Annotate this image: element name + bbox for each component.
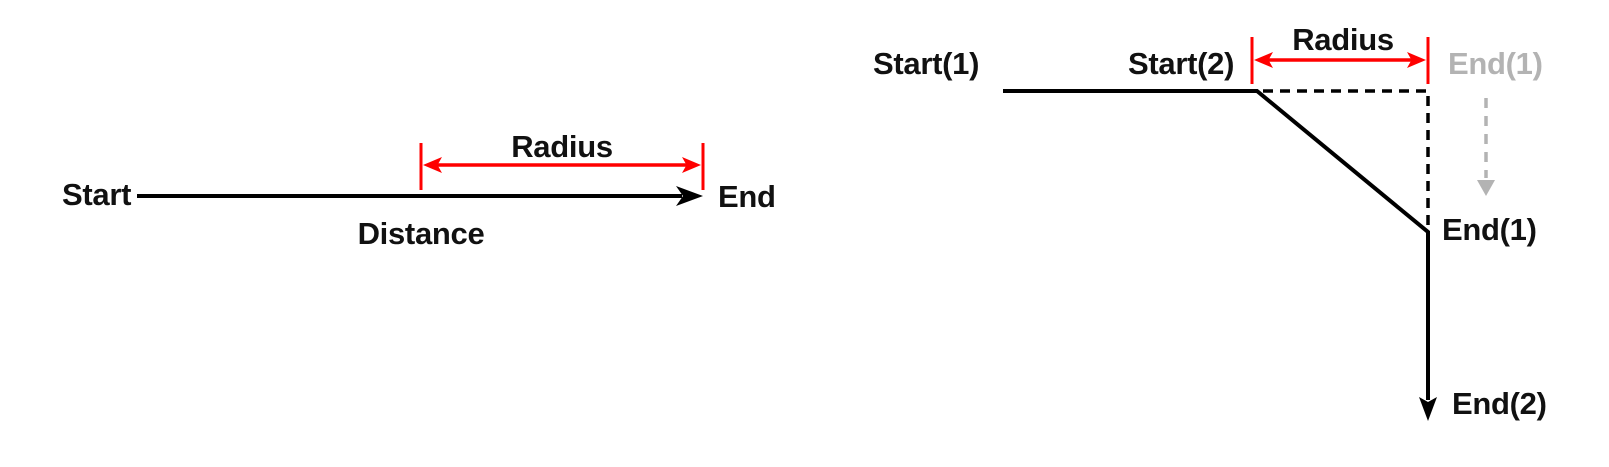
left-diagram-shapes — [137, 143, 705, 206]
left-radius-label: Radius — [511, 129, 613, 164]
right-path-line — [1003, 89, 1430, 400]
right-radius-arrowhead-left-icon — [1254, 52, 1273, 68]
left-distance-label: Distance — [357, 216, 485, 251]
right-start1-label: Start(1) — [873, 46, 980, 81]
right-radius-label: Radius — [1292, 22, 1394, 57]
right-original-corner-dashed-line — [1263, 89, 1430, 229]
left-end-label: End — [718, 179, 776, 214]
left-radius-arrowhead-right-icon — [682, 157, 701, 173]
right-diagram-shapes — [1003, 37, 1495, 421]
right-end1-original-label: End(1) — [1448, 46, 1543, 81]
right-end2-label: End(2) — [1452, 386, 1547, 421]
right-start2-label: Start(2) — [1128, 46, 1235, 81]
left-radius-arrowhead-left-icon — [423, 157, 442, 173]
left-path-arrowhead-icon — [676, 186, 703, 206]
left-start-label: Start — [62, 177, 132, 212]
right-radius-arrowhead-right-icon — [1407, 52, 1426, 68]
ghost-shift-arrowhead-icon — [1477, 180, 1495, 196]
right-path-arrowhead-icon — [1419, 397, 1437, 421]
right-end1-label: End(1) — [1442, 212, 1537, 247]
